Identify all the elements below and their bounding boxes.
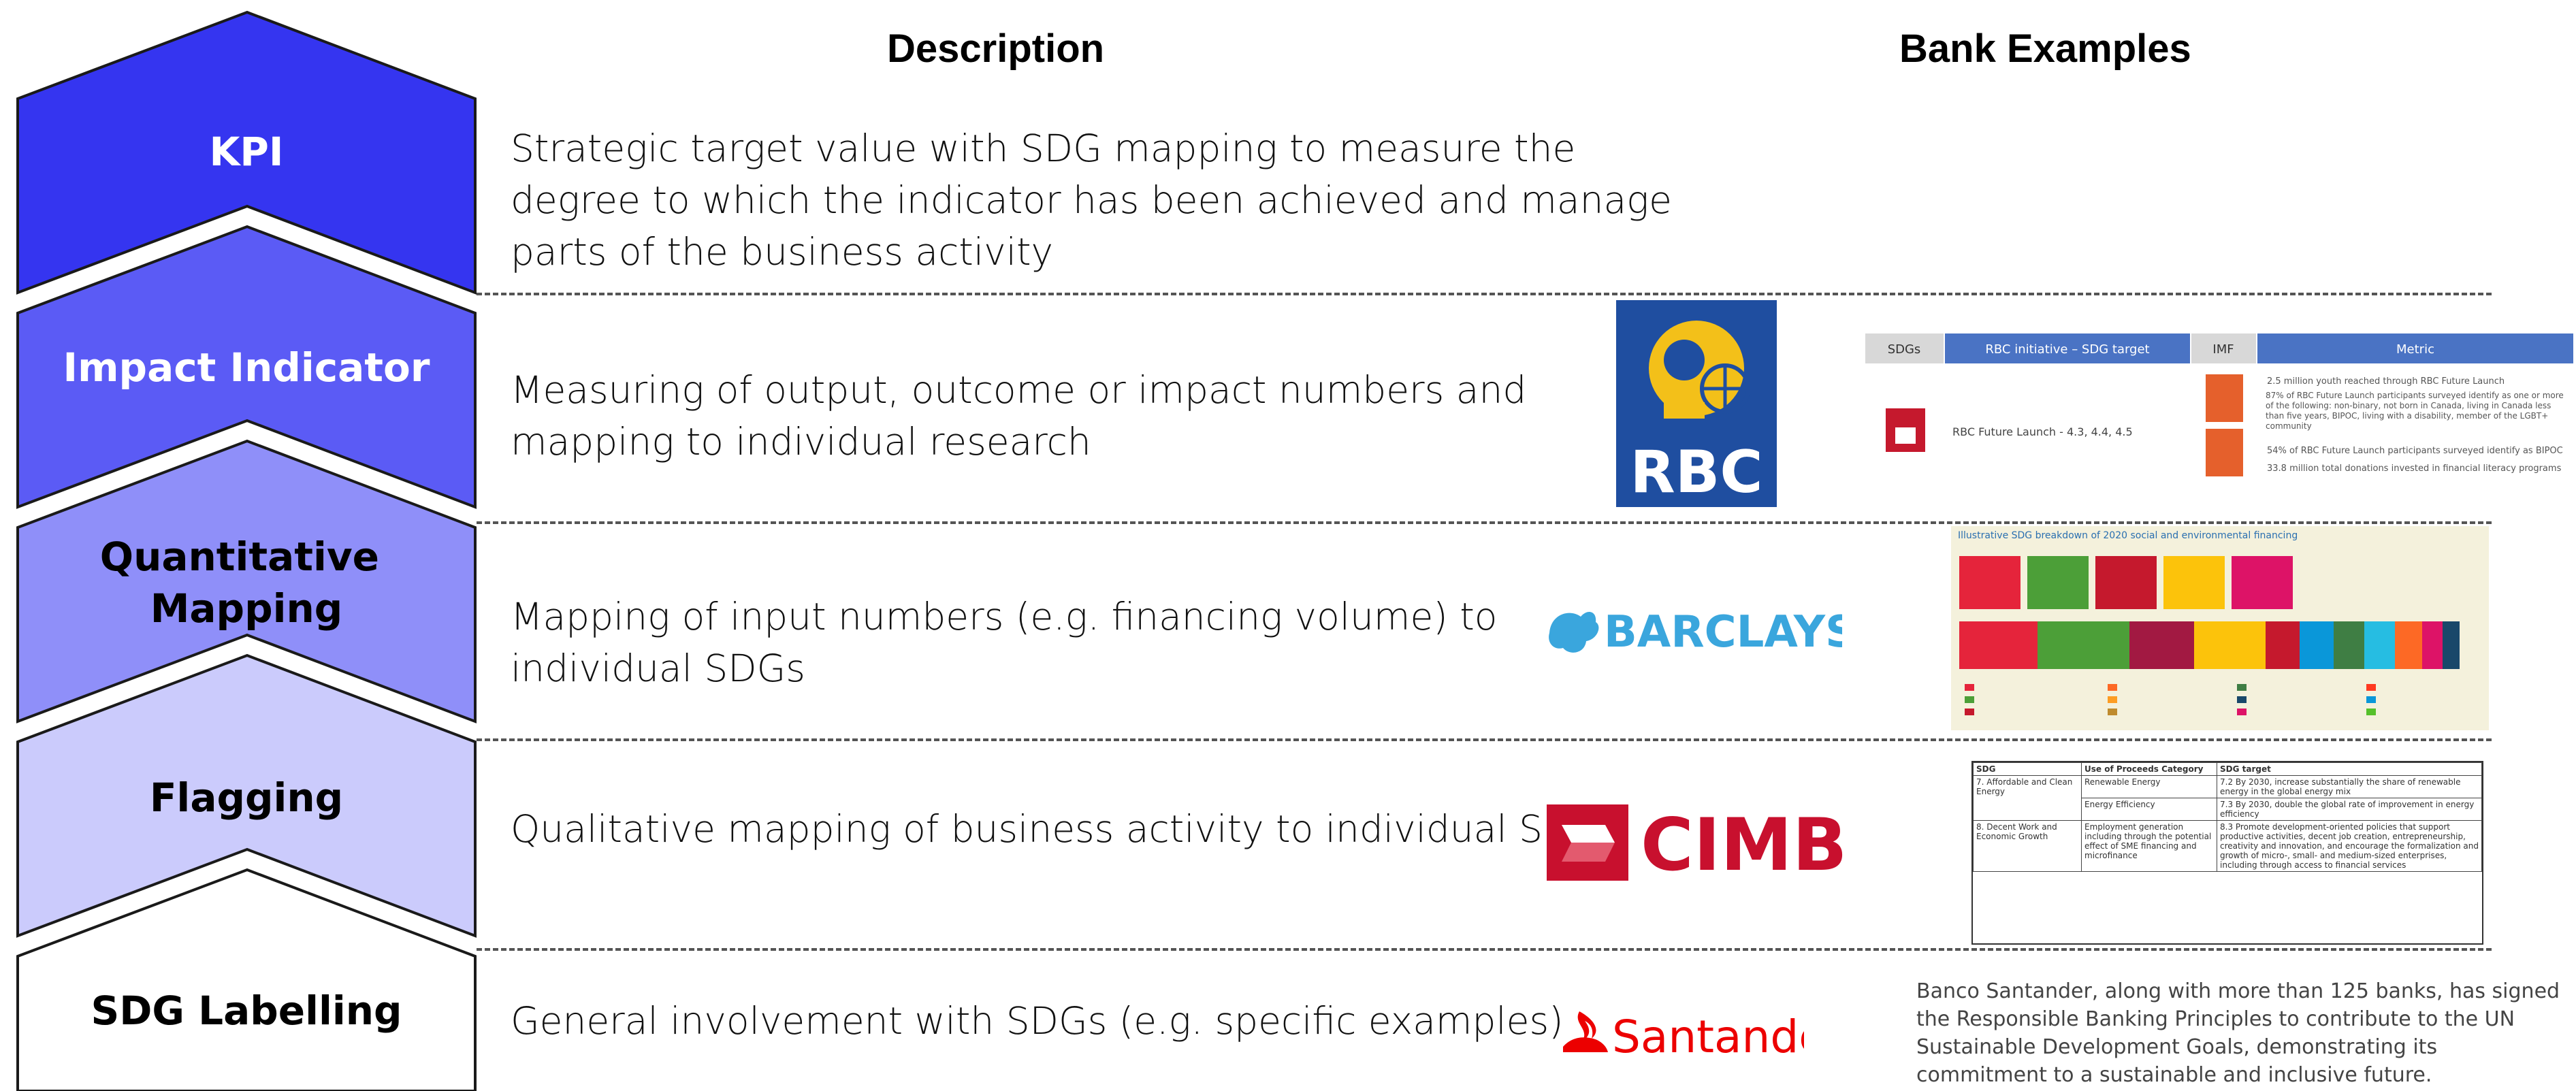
cimb-logo-text: CIMB: [1641, 804, 1846, 881]
cimb-table-header-row: SDG Use of Proceeds Category SDG target: [1973, 762, 2482, 776]
chevron-label-quantitative-mapping: Quantitative Mapping: [100, 534, 393, 632]
description-kpi: Strategic target value with SDG mapping …: [511, 123, 1672, 278]
description-line: Measuring of output, outcome or impact n…: [511, 368, 1527, 412]
row-separator: [477, 521, 2492, 524]
row-separator: [477, 948, 2492, 951]
description-flagging: Qualitative mapping of business activity…: [511, 803, 1620, 855]
table-row: Energy Efficiency 7.3 By 2030, double th…: [1974, 798, 2482, 821]
cimb-sdg-table: SDG Use of Proceeds Category SDG target …: [1971, 761, 2483, 945]
description-line: Mapping of input numbers (e.g. financing…: [511, 595, 1498, 638]
chevron-quantitative-mapping: Quantitative Mapping: [16, 439, 477, 723]
santander-quote-line: Sustainable Development Goals, demonstra…: [1916, 1035, 2438, 1059]
rbc-metric: 33.8 million total donations invested in…: [2267, 463, 2562, 474]
description-sdg-labelling: General involvement with SDGs (e.g. spec…: [511, 995, 1564, 1047]
cimb-target-cell: 7.2 By 2030, increase substantially the …: [2217, 775, 2482, 798]
rbc-metric: 54% of RBC Future Launch participants su…: [2267, 446, 2563, 456]
description-line: Qualitative mapping of business activity…: [511, 807, 1620, 851]
chevron-label-sdg-labelling: SDG Labelling: [91, 988, 402, 1034]
description-impact-indicator: Measuring of output, outcome or impact n…: [511, 364, 1526, 468]
santander-logo: Santander: [1563, 1011, 1804, 1063]
rbc-table-row: RBC Future Launch - 4.3, 4.4, 4.5: [1952, 425, 2133, 438]
level-chevrons: SDG Labelling Flagging Quantitative Mapp…: [16, 10, 477, 1091]
table-row: 7. Affordable and Clean Energy Renewable…: [1973, 775, 2482, 821]
chevron-sdg-labelling: SDG Labelling: [16, 868, 477, 1091]
santander-quote-line: Banco Santander, along with more than 12…: [1916, 979, 2560, 1003]
barclays-chart-title: Illustrative SDG breakdown of 2020 socia…: [1958, 530, 2298, 541]
description-header: Description: [887, 27, 1105, 71]
cimb-sdg-cell: 7. Affordable and Clean Energy: [1973, 775, 2082, 821]
description-line: parts of the business activity: [511, 230, 1054, 274]
santander-logo-text: Santander: [1612, 1011, 1804, 1063]
description-line: degree to which the indicator has been a…: [511, 178, 1673, 222]
chevron-label-flagging: Flagging: [150, 775, 343, 821]
cimb-table-header: SDG: [1973, 762, 2082, 776]
barclays-logo: BARCLAYS: [1549, 607, 1842, 657]
cimb-target-cell: 8.3 Promote development-oriented policie…: [2217, 820, 2482, 872]
description-line: Strategic target value with SDG mapping …: [511, 127, 1576, 170]
chevron-label-kpi: KPI: [209, 129, 283, 175]
description-line: individual SDGs: [511, 647, 805, 690]
chevron-label-impact-indicator: Impact Indicator: [63, 344, 430, 391]
description-line: mapping to individual research: [511, 420, 1091, 463]
description-line: General involvement with SDGs (e.g. spec…: [511, 999, 1564, 1043]
santander-quote-line: the Responsible Banking Principles to co…: [1916, 1007, 2515, 1031]
rbc-metric: 2.5 million youth reached through RBC Fu…: [2267, 376, 2505, 387]
rbc-table-header: RBC initiative – SDG target: [1985, 342, 2149, 357]
rbc-logo: RBC: [1616, 300, 1777, 507]
cimb-target-cell: 7.3 By 2030, double the global rate of i…: [2217, 798, 2482, 821]
rbc-sdg-table: SDGs RBC initiative – SDG target IMF Met…: [1865, 333, 2573, 490]
cimb-table-header: Use of Proceeds Category: [2081, 762, 2217, 776]
rbc-table-header: Metric: [2396, 342, 2434, 357]
cimb-category-cell: Renewable Energy: [2081, 775, 2217, 798]
santander-quote: Banco Santander, along with more than 12…: [1916, 977, 2560, 1089]
cimb-category-cell: Employment generation including through …: [2081, 820, 2217, 872]
rbc-metric: 87% of RBC Future Launch participants su…: [2266, 391, 2564, 431]
bank-examples-header: Bank Examples: [1899, 27, 2191, 71]
cimb-category-cell: Energy Efficiency: [2081, 798, 2217, 821]
description-quantitative-mapping: Mapping of input numbers (e.g. financing…: [511, 591, 1497, 694]
chevron-flagging: Flagging: [16, 653, 477, 938]
rbc-table-header: SDGs: [1888, 342, 1921, 357]
barclays-logo-text: BARCLAYS: [1604, 607, 1842, 657]
table-row: 8. Decent Work and Economic Growth Emplo…: [1973, 820, 2482, 872]
chevron-impact-indicator: Impact Indicator: [16, 225, 477, 509]
santander-quote-line: commitment to a sustainable and inclusiv…: [1916, 1063, 2432, 1087]
chevron-kpi: KPI: [16, 10, 477, 295]
row-separator: [477, 738, 2492, 741]
rbc-table-header: IMF: [2212, 342, 2234, 357]
cimb-sdg-cell: 8. Decent Work and Economic Growth: [1973, 820, 2082, 872]
row-separator: [477, 293, 2492, 295]
cimb-table-header: SDG target: [2217, 762, 2482, 776]
barclays-sdg-chart: Illustrative SDG breakdown of 2020 socia…: [1951, 526, 2489, 730]
cimb-logo: CIMB: [1547, 804, 1846, 881]
rbc-logo-text: RBC: [1630, 438, 1763, 506]
